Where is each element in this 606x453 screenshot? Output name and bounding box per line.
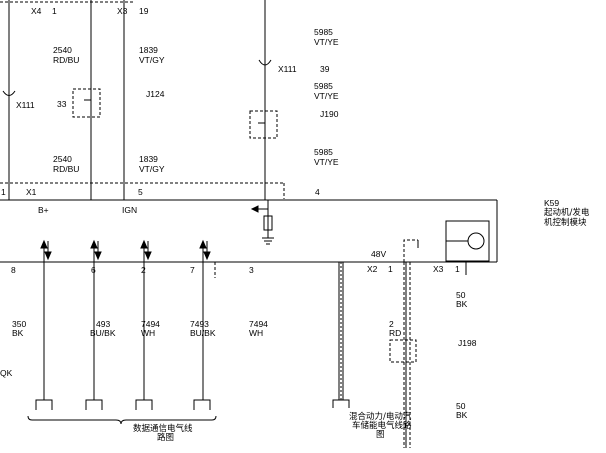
wire-1839-mid-color: VT/GY	[139, 164, 165, 174]
wire-350-circuit: 350	[12, 319, 27, 329]
note-data-comm-line2: 路图	[157, 433, 175, 443]
bottom-pin-7: 7	[190, 265, 195, 275]
wire-493-color: BU/BK	[90, 328, 116, 338]
wire-7494-b-circuit: 7494	[249, 319, 268, 329]
note-hybrid-line1: 混合动力/电动汽	[349, 412, 412, 422]
connector-x2-pin: 1	[388, 264, 393, 274]
wire-5985-c-color: VT/YE	[314, 157, 339, 167]
connector-x3-right-pin: 1	[455, 264, 460, 274]
wire-50-b-color: BK	[456, 410, 468, 420]
module-code: K59	[544, 198, 560, 208]
connector-x1-pin-b: 5	[138, 187, 143, 197]
connector-x111-left-label: X111	[16, 100, 35, 110]
wire-50-a-circuit: 50	[456, 290, 466, 300]
wire-50-b-circuit: 50	[456, 401, 466, 411]
connector-x111-right-label: X111	[278, 64, 297, 74]
wire-2-circuit: 2	[389, 319, 394, 329]
note-data-comm-line1: 数据通信电气线	[133, 424, 193, 434]
splice-j198-label: J198	[458, 338, 477, 348]
connector-x2-label: X2	[367, 264, 378, 274]
module-bplus-label: B+	[38, 205, 49, 215]
connector-x111-right-cup	[258, 59, 272, 66]
wire-2540-top-circuit: 2540	[53, 45, 72, 55]
wire-350-color: BK	[12, 328, 24, 338]
module-ign-label: IGN	[122, 205, 138, 215]
connector-x111-right-pin: 39	[320, 64, 330, 74]
wire-5985-b-circuit: 5985	[314, 81, 333, 91]
wire-5985-b-color: VT/YE	[314, 91, 339, 101]
connector-x111-left-pin: 33	[57, 99, 67, 109]
bottom-pin-3: 3	[249, 265, 254, 275]
bottom-pin-8: 8	[11, 265, 16, 275]
wire-2-color: RD	[389, 328, 402, 338]
terminal-bracket-1	[35, 399, 53, 410]
data-comm-brace	[27, 415, 217, 425]
wire-2540-mid-color: RD/BU	[53, 164, 80, 174]
ground-arrow-head	[250, 205, 259, 213]
wire-7494-a-circuit: 7494	[141, 319, 160, 329]
wire-5985-c-circuit: 5985	[314, 147, 333, 157]
wire-7494-b-color: WH	[249, 328, 264, 338]
splice-j124-box	[72, 88, 101, 118]
terminal-bracket-hybrid	[332, 399, 350, 408]
splice-j198-box	[389, 339, 417, 363]
wire-1839-top-color: VT/GY	[139, 55, 165, 65]
wire-50-a-color: BK	[456, 299, 468, 309]
wire-1839-mid-circuit: 1839	[139, 154, 158, 164]
module-name-line2: 机控制模块	[544, 218, 587, 228]
connector-x1-pin-c: 4	[315, 187, 320, 197]
wire-7493-color: BU/BK	[190, 328, 216, 338]
wire-1839-top-circuit: 1839	[139, 45, 158, 55]
module-name-line1: 起动机/发电	[544, 208, 590, 218]
terminal-bracket-3	[135, 399, 153, 410]
wire-5985-a-color: VT/YE	[314, 37, 339, 47]
connector-x4-label: X4	[31, 6, 42, 16]
wire-2540-mid-circuit: 2540	[53, 154, 72, 164]
connector-x3-top-label: X3	[117, 6, 128, 16]
connector-x3-right-label: X3	[433, 264, 444, 274]
module-48v-label: 48V	[371, 249, 387, 259]
wire-493-circuit: 493	[96, 319, 111, 329]
wire-7494-a-color: WH	[141, 328, 156, 338]
connector-x4-pin: 1	[52, 6, 57, 16]
bottom-pin-2: 2	[141, 265, 146, 275]
connector-x1-pin-a: 1	[1, 187, 6, 197]
ground-resistor	[263, 215, 273, 231]
battery-48v-box	[403, 239, 418, 262]
splice-j190-label: J190	[320, 109, 339, 119]
terminal-bracket-2	[85, 399, 103, 410]
wire-5985-a-circuit: 5985	[314, 27, 333, 37]
splice-j190-box	[249, 110, 278, 139]
splice-j124-label: J124	[146, 89, 165, 99]
wire-2540-top-color: RD/BU	[53, 55, 80, 65]
motor-symbol	[467, 232, 485, 250]
connector-x3-top-pin: 19	[139, 6, 149, 16]
note-hybrid-line2: 车储能电气线路	[352, 421, 412, 431]
wire-7493-circuit: 7493	[190, 319, 209, 329]
terminal-bracket-4	[193, 399, 211, 410]
bottom-pin-6: 6	[91, 265, 96, 275]
connector-x1-label: X1	[26, 187, 37, 197]
connector-x111-left-cup	[2, 90, 16, 96]
note-hybrid-line3: 图	[376, 430, 385, 440]
partial-left-label: QK	[0, 368, 13, 378]
